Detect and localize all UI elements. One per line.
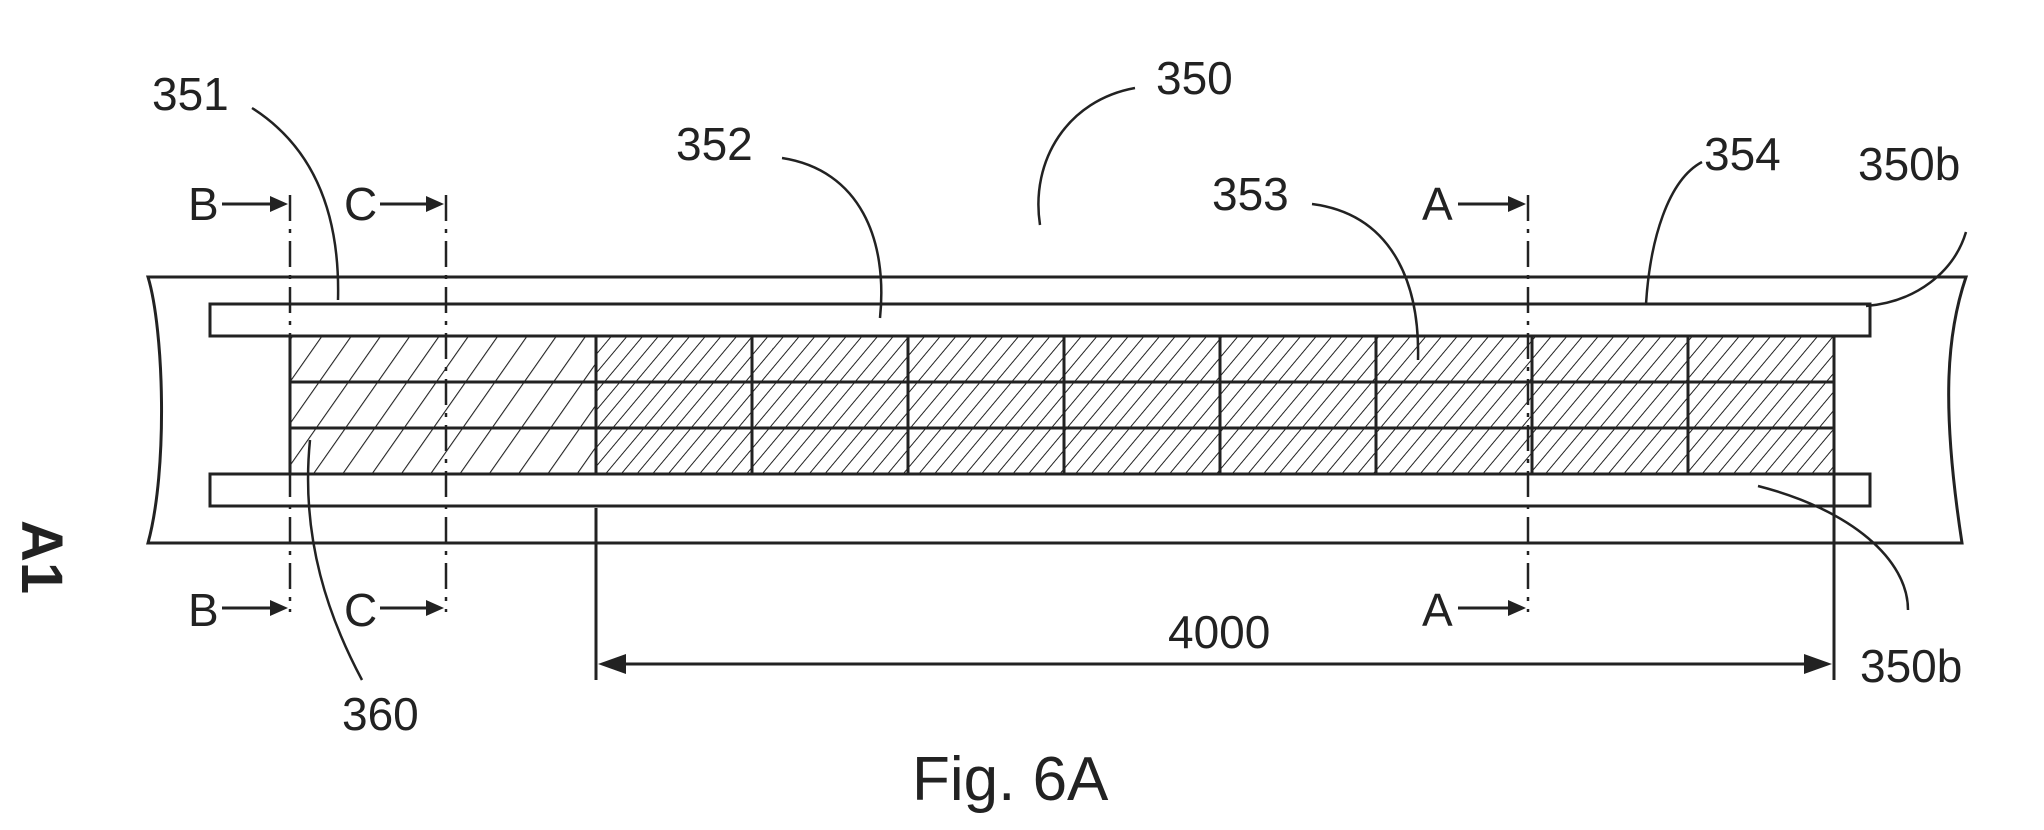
top-plate <box>210 304 1870 336</box>
svg-text:C: C <box>344 584 377 636</box>
svg-text:A: A <box>1422 178 1453 230</box>
section-marker-b-top: B <box>188 178 288 230</box>
label-350: 350 <box>1156 52 1233 104</box>
side-text: A1 <box>9 520 74 594</box>
label-352: 352 <box>676 118 753 170</box>
svg-text:B: B <box>188 178 219 230</box>
core-coarse-hatch <box>290 336 596 474</box>
label-351: 351 <box>152 68 229 120</box>
figure-caption: Fig. 6A <box>912 745 1109 814</box>
label-354: 354 <box>1704 128 1781 180</box>
label-353: 353 <box>1212 168 1289 220</box>
bottom-plate <box>210 474 1870 506</box>
core-fine-hatch <box>596 336 1834 474</box>
section-marker-c-top: C <box>344 178 444 230</box>
label-350b-bottom: 350b <box>1860 640 1962 692</box>
svg-text:B: B <box>188 584 219 636</box>
section-marker-c-bottom: C <box>344 584 444 636</box>
label-350b-top: 350b <box>1858 138 1960 190</box>
section-marker-a-top: A <box>1422 178 1526 230</box>
svg-text:A: A <box>1422 584 1453 636</box>
label-360: 360 <box>342 688 419 740</box>
svg-text:C: C <box>344 178 377 230</box>
section-marker-a-bottom: A <box>1422 584 1526 636</box>
svg-text:4000: 4000 <box>1168 606 1270 658</box>
section-marker-b-bottom: B <box>188 584 288 636</box>
